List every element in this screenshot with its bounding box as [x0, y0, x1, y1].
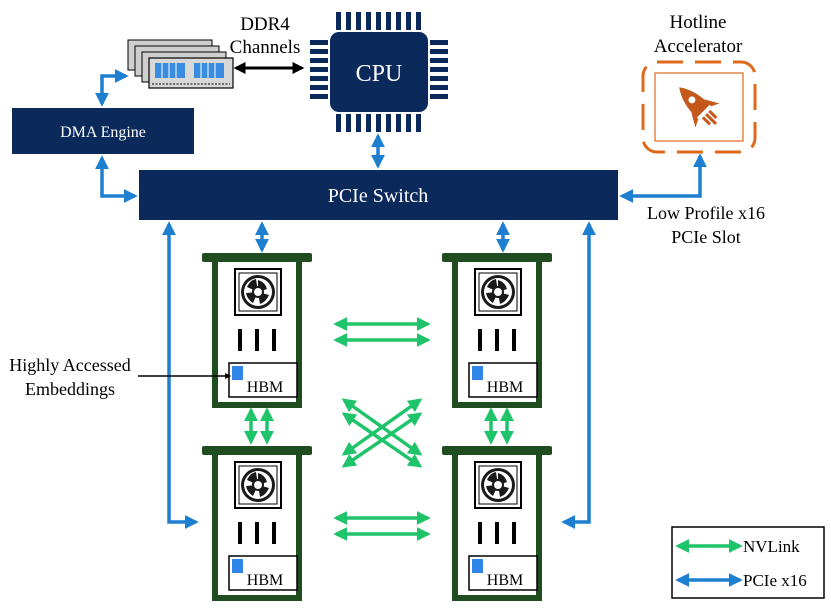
pcie-switch-label: PCIe Switch — [328, 185, 429, 207]
low-profile-label: Low Profile x16 — [647, 203, 765, 223]
channels-label: Channels — [230, 37, 301, 58]
hbm-label: HBM — [247, 379, 283, 396]
dram-modules-icon — [127, 39, 234, 89]
cpu-label: CPU — [356, 61, 403, 87]
ddr4-label: DDR4 — [240, 14, 290, 35]
nvlink-links — [244, 317, 514, 541]
highly-accessed-label: Highly Accessed — [9, 355, 130, 375]
embeddings-label: Embeddings — [25, 379, 115, 399]
legend-pcie: PCIe x16 — [743, 571, 807, 590]
hbm-label: HBM — [487, 572, 523, 589]
accelerator-label: Accelerator — [654, 36, 743, 57]
pcie-switch-block — [139, 170, 618, 220]
legend: NVLink PCIe x16 — [671, 526, 825, 599]
pcie-links — [95, 69, 707, 529]
dma-engine-block — [12, 108, 194, 154]
legend-nvlink: NVLink — [743, 537, 800, 556]
pcie-slot-label: PCIe Slot — [671, 227, 741, 247]
hbm-label: HBM — [487, 379, 523, 396]
rocket-icon — [641, 60, 757, 154]
hotline-label: Hotline — [670, 12, 727, 33]
dma-engine-label: DMA Engine — [60, 124, 146, 141]
hbm-label: HBM — [247, 572, 283, 589]
cpu-chip-icon — [310, 12, 448, 132]
